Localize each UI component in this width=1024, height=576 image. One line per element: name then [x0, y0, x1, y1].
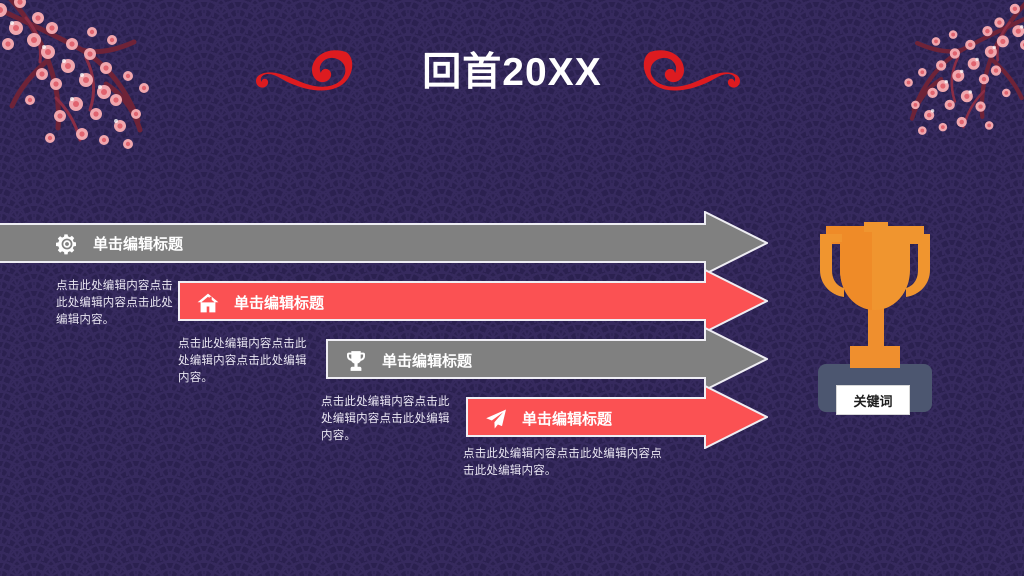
arrow-shape-4 — [466, 385, 768, 449]
gear-icon — [55, 232, 79, 256]
arrow-body-3: 点击此处编辑内容点击此处编辑内容点击此处编辑内容。 — [321, 396, 450, 442]
blossom-cluster-right — [904, 3, 1024, 135]
arrow-title-4: 单击编辑标题 — [522, 410, 613, 428]
arrow-title-2: 单击编辑标题 — [234, 294, 325, 312]
page-title: 回首20XX — [422, 51, 602, 94]
auspicious-cloud-right-icon — [638, 44, 748, 101]
arrow-label-1: 单击编辑标题 — [55, 231, 183, 255]
arrow-label-3: 单击编辑标题 — [344, 348, 472, 372]
trophy-keyword-label: 关键词 — [836, 385, 910, 415]
arrow-step-3[interactable] — [326, 327, 768, 391]
home-icon — [196, 291, 220, 315]
arrow-shape-2 — [178, 269, 768, 333]
arrow-shape-3 — [326, 327, 768, 391]
cherry-blossom-branch-right-icon — [864, 0, 1024, 169]
cherry-blossom-branch-left-icon — [0, 0, 196, 173]
arrow-step-1[interactable] — [0, 211, 768, 275]
arrow-shape-1 — [0, 211, 768, 275]
arrow-label-4: 单击编辑标题 — [484, 406, 612, 430]
arrow-title-1: 单击编辑标题 — [93, 235, 184, 253]
trophy-icon — [344, 349, 368, 373]
arrow-label-2: 单击编辑标题 — [196, 290, 324, 314]
arrow-title-3: 单击编辑标题 — [382, 352, 473, 370]
arrow-step-2[interactable] — [178, 269, 768, 333]
arrow-body-1: 点击此处编辑内容点击此处编辑内容点击此处编辑内容。 — [56, 280, 173, 326]
arrow-step-4[interactable] — [466, 385, 768, 449]
arrow-body-2: 点击此处编辑内容点击此处编辑内容点击此处编辑内容。 — [178, 338, 307, 384]
auspicious-cloud-left-icon — [248, 44, 358, 101]
arrow-body-4: 点击此处编辑内容点击此处编辑内容点击此处编辑内容。 — [463, 448, 662, 477]
send-icon — [484, 407, 508, 431]
blossom-cluster-left — [0, 0, 149, 149]
